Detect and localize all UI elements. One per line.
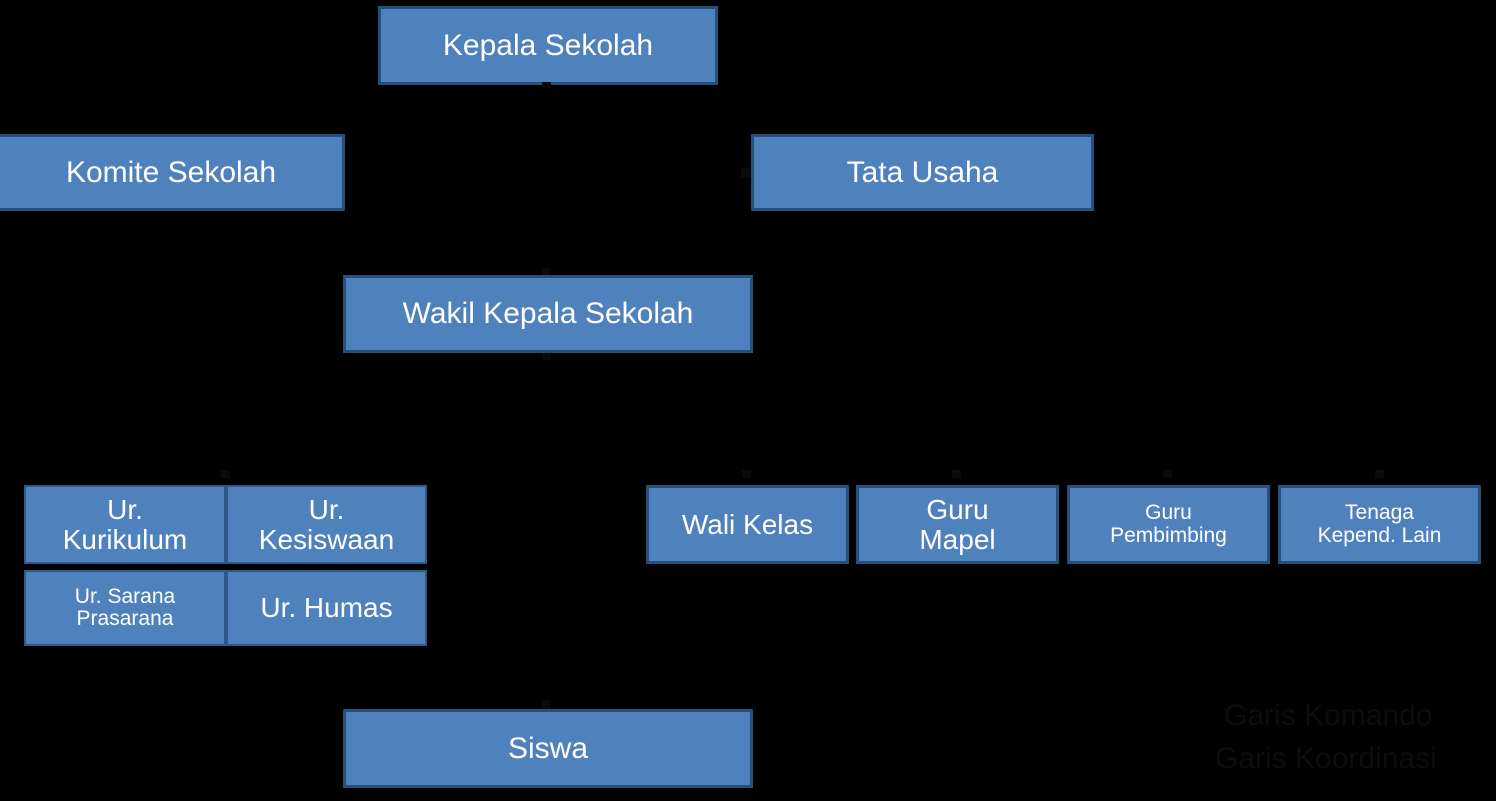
connector-nub-guru-pembimbing-top (1163, 470, 1172, 478)
connector-to-siswa (546, 560, 549, 705)
node-siswa[interactable]: Siswa (343, 709, 753, 788)
connector-komite-coordination (345, 171, 550, 174)
connector-drop-wali-kelas (746, 477, 749, 487)
connector-nub-kepala-bottom (542, 82, 551, 88)
connector-drop-tenaga-kepend (1379, 477, 1382, 487)
node-wali-kelas[interactable]: Wali Kelas (646, 485, 849, 564)
legend-garis-komando: Garis Komando (1224, 699, 1433, 732)
connector-komite-tata-horizontal (345, 171, 755, 174)
node-wakil-kepala-sekolah[interactable]: Wakil Kepala Sekolah (343, 275, 753, 353)
connector-nub-tenaga-kepend-top (1375, 470, 1384, 478)
legend-garis-koordinasi: Garis Koordinasi (1215, 742, 1437, 775)
connector-lower-bus (124, 477, 1382, 480)
connector-drop-grid-right (325, 477, 328, 487)
connector-nub-grid-top (221, 470, 230, 478)
node-guru-mapel[interactable]: Guru Mapel (856, 485, 1059, 564)
node-ur-humas[interactable]: Ur. Humas (226, 570, 427, 646)
node-tenaga-kepend-lain[interactable]: Tenaga Kepend. Lain (1278, 485, 1481, 564)
connector-nub-guru-mapel-top (952, 470, 961, 478)
connector-nub-tata-usaha-left (741, 168, 751, 178)
connector-nub-wakil-bottom (542, 353, 551, 360)
connector-kepala-to-wakil (546, 86, 549, 272)
connector-drop-grid-left (124, 477, 127, 487)
node-guru-pembimbing[interactable]: Guru Pembimbing (1067, 485, 1270, 564)
node-komite-sekolah[interactable]: Komite Sekolah (0, 134, 345, 211)
node-kepala-sekolah[interactable]: Kepala Sekolah (378, 6, 718, 85)
node-ur-kesiswaan[interactable]: Ur. Kesiswaan (226, 485, 427, 564)
connector-nub-siswa-top (542, 700, 551, 709)
node-ur-kurikulum[interactable]: Ur. Kurikulum (24, 485, 226, 564)
connector-drop-guru-mapel (956, 477, 959, 487)
connector-nub-wali-kelas-top (742, 470, 751, 478)
connector-wakil-down (546, 357, 549, 479)
node-ur-sarana-prasarana[interactable]: Ur. Sarana Prasarana (24, 570, 226, 646)
connector-drop-guru-pembimbing (1167, 477, 1170, 487)
node-tata-usaha[interactable]: Tata Usaha (751, 134, 1094, 211)
connector-nub-wakil-top (542, 268, 551, 275)
